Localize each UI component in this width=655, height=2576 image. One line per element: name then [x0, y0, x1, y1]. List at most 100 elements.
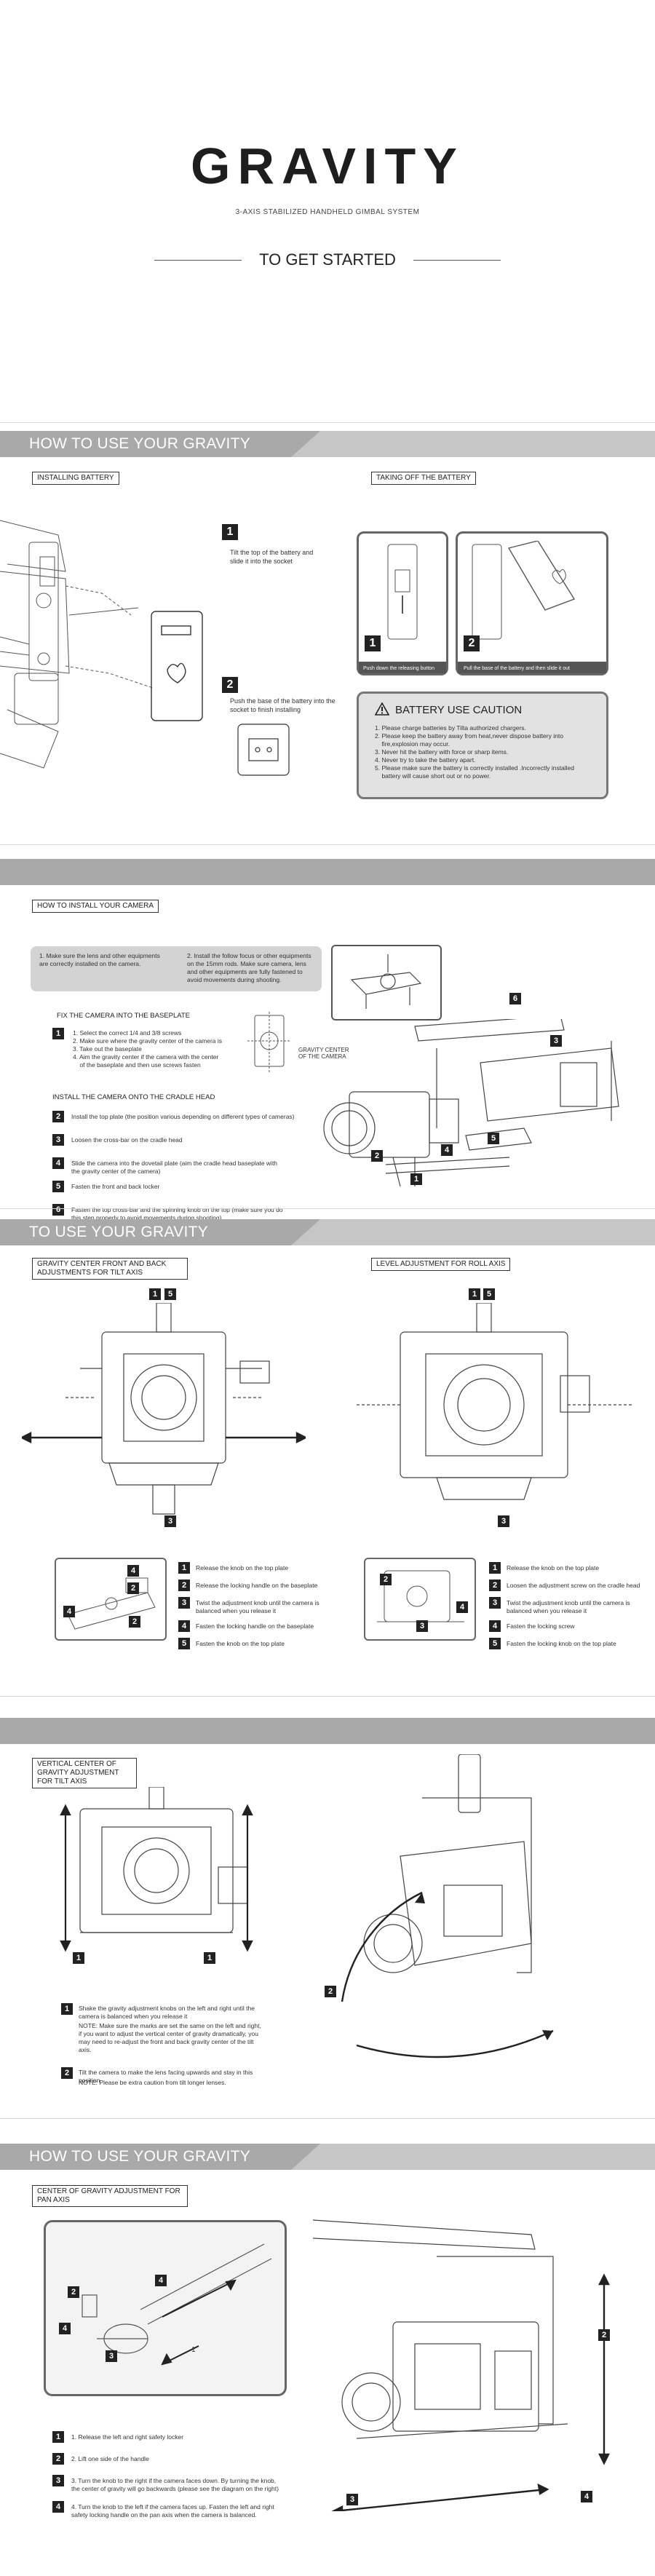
pan-inset-illustration	[82, 2243, 272, 2366]
battery-install-illustration	[0, 520, 154, 769]
vertical-step-1-text: Shake the gravity adjustment knobs on th…	[79, 2005, 255, 2020]
pan-step-text: 4. Turn the knob to the left if the came…	[71, 2503, 274, 2518]
tilt-inset-callout: 2	[127, 1582, 139, 1594]
cover-subtitle: 3-AXIS STABILIZED HANDHELD GIMBAL SYSTEM	[235, 208, 420, 216]
band-stripe	[291, 1219, 655, 1245]
cradle-step-text: Fasten the front and back locker	[71, 1183, 160, 1190]
install-step-1-text: Tilt the top of the battery and slide it…	[230, 549, 314, 565]
roll-bottom-callout: 3	[498, 1515, 509, 1527]
tilt-step-text: Fasten the knob on the top plate	[196, 1640, 285, 1647]
tilt-inset-callout: 2	[129, 1616, 140, 1628]
tilt-top-callout: 1	[149, 1288, 161, 1300]
fix-step-line: of the baseplate and then use screws fas…	[73, 1061, 201, 1069]
fix-step-number: 1	[52, 1028, 64, 1039]
roll-step-text: Fasten the locking knob on the top plate	[507, 1640, 616, 1647]
page-divider	[0, 844, 655, 845]
pan-right-callout: 4	[581, 2491, 592, 2502]
tilt-step: 3 Twist the adjustment knob until the cam…	[178, 1597, 338, 1620]
install-step-2-text: Push the base of the battery into the so…	[230, 697, 336, 713]
tilt-top-callout: 5	[164, 1288, 176, 1300]
roll-top-callout: 1	[469, 1288, 480, 1300]
pan-right-callout: 3	[346, 2494, 358, 2505]
roll-step: 3 Twist the adjustment knob until the cam…	[489, 1597, 649, 1620]
cradle-title: INSTALL THE CAMERA ONTO THE CRADLE HEAD	[52, 1093, 215, 1101]
take-off-1-caption-bar	[359, 662, 446, 673]
gravity-logo-text: GRAVITY	[191, 140, 464, 192]
roll-step-text: Twist the adjustment knob until the came…	[507, 1599, 630, 1614]
tilt-step-text: Twist the adjustment knob until the came…	[196, 1599, 319, 1614]
cradle-steps: 2 Install the top plate (the position va…	[52, 1111, 329, 1227]
caution-item: 2. Please keep the battery away from hea…	[375, 732, 563, 740]
roll-step-number: 5	[489, 1638, 501, 1649]
take-off-frame-1: 1 Push down the releasing button	[357, 531, 448, 675]
cover-heading-line-right	[413, 260, 501, 261]
gravity-center-label: GRAVITY CENTER OF THE CAMERA	[298, 1047, 349, 1060]
tilt-step-text: Release the locking handle on the basepl…	[196, 1582, 318, 1589]
take-off-frame-2: 2 Pull the base of the battery and then …	[456, 531, 608, 675]
tilt-step-number: 3	[178, 1597, 190, 1609]
caution-item: battery will cause short out or no power…	[375, 772, 491, 780]
pan-inset: 4 2 4 3 1	[44, 2220, 287, 2396]
take-off-2-caption-bar	[458, 662, 606, 673]
page-divider	[0, 1208, 655, 1209]
roll-step-text: Loosen the adjustment screw on the cradl…	[507, 1582, 640, 1589]
roll-inset: 2 4 3	[364, 1558, 476, 1641]
roll-step: 5 Fasten the locking knob on the top plat…	[489, 1638, 649, 1655]
tilt-bottom-callout: 3	[164, 1515, 176, 1527]
install-note-2: 2. Install the follow focus or other equ…	[187, 952, 311, 983]
pan-inset-callout: 4	[155, 2275, 167, 2286]
pan-step-text: 2. Lift one side of the handle	[71, 2455, 149, 2462]
top-plate-inset	[331, 945, 442, 1021]
install-notes-box: 1. Make sure the lens and other equipmen…	[31, 946, 322, 991]
vertical-step-1-note: NOTE: Make sure the marks are set the sa…	[79, 2022, 261, 2053]
pan-inset-callout: 2	[68, 2286, 79, 2298]
vertical-step-2-note: NOTE: Please be extra caution from tilt …	[79, 2079, 226, 2086]
fix-step-line: 3. Take out the baseplate	[73, 1045, 142, 1053]
gravity-logo: GRAVITY	[191, 140, 464, 192]
caution-item: fire,explosion may occur.	[375, 740, 450, 748]
section-band-plain	[0, 859, 655, 885]
battery-caution-box: BATTERY USE CAUTION 1. Please charge bat…	[357, 691, 608, 799]
baseplate-illustration	[247, 1012, 291, 1072]
roll-inset-callout: 3	[416, 1620, 428, 1632]
section-title: HOW TO USE YOUR GRAVITY	[29, 2148, 251, 2165]
pan-step-text: 3. Turn the knob to the right if the cam…	[71, 2477, 279, 2492]
tilt-inset: 4 2 4 2	[55, 1558, 167, 1641]
band-stripe	[291, 2144, 655, 2170]
cradle-callout: 3	[550, 1035, 562, 1047]
pan-inset-label: 1	[191, 2346, 196, 2354]
take-off-2-caption: Pull the base of the battery and then sl…	[464, 666, 570, 671]
caution-item: 4. Never try to take the battery apart.	[375, 756, 476, 764]
roll-step-number: 1	[489, 1562, 501, 1574]
tilt-inset-callout: 4	[63, 1606, 75, 1617]
cradle-step-number: 5	[52, 1181, 64, 1192]
take-off-1-number: 1	[365, 635, 381, 651]
section-band-plain	[0, 1718, 655, 1744]
cradle-step-text: Slide the camera into the dovetail plate…	[71, 1160, 278, 1175]
tilt-inset-callout: 4	[127, 1565, 139, 1577]
caution-title: BATTERY USE CAUTION	[395, 704, 523, 716]
vertical-callout: 1	[204, 1952, 215, 1964]
section-band: HOW TO USE YOUR GRAVITY	[0, 431, 655, 457]
caution-list: 1. Please charge batteries by Tilta auth…	[375, 724, 600, 780]
tilt-step-text: Release the knob on the top plate	[196, 1564, 289, 1572]
roll-inset-callout: 2	[380, 1574, 392, 1585]
section-band: HOW TO USE YOUR GRAVITY	[0, 2144, 655, 2170]
cradle-callout: 5	[488, 1133, 499, 1144]
page-divider	[0, 422, 655, 423]
roll-inset-callout: 4	[456, 1601, 468, 1613]
take-off-1-caption: Push down the releasing button	[363, 666, 435, 671]
pan-step-number: 4	[52, 2501, 64, 2513]
vertical-step-2-number: 2	[61, 2067, 73, 2079]
taking-off-battery-chip: TAKING OFF THE BATTERY	[371, 472, 476, 485]
roll-step-number: 3	[489, 1597, 501, 1609]
cradle-callout: 6	[509, 993, 521, 1004]
pan-inset-callout: 4	[59, 2323, 71, 2334]
pan-right-callout: 2	[598, 2329, 610, 2341]
